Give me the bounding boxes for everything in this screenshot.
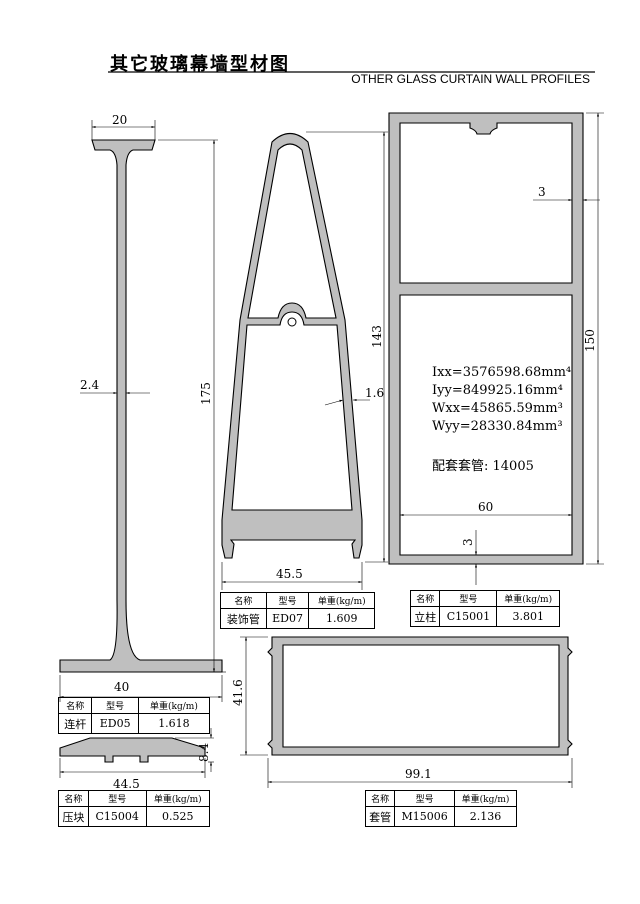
dim-deco-width: 45.5 bbox=[276, 567, 303, 581]
dim-mullion-wall-side: 3 bbox=[538, 185, 546, 199]
page-subtitle: OTHER GLASS CURTAIN WALL PROFILES bbox=[351, 72, 590, 86]
dim-mullion-height: 150 bbox=[583, 329, 597, 352]
profile-name: 连杆 bbox=[57, 713, 93, 734]
page-title: 其它玻璃幕墙型材图 bbox=[110, 54, 290, 75]
dim-sleeve-height: 41.6 bbox=[231, 679, 245, 706]
profile-model: C15004 bbox=[87, 806, 147, 827]
profile-name: 装饰管 bbox=[220, 608, 267, 629]
dim-mullion-width: 60 bbox=[478, 500, 493, 514]
profile-weight: 1.618 bbox=[137, 713, 211, 734]
profile-weight: 3.801 bbox=[496, 606, 560, 627]
profile-name: 立柱 bbox=[409, 606, 441, 627]
prop-wxx: Wxx=45865.59mm³ bbox=[432, 401, 563, 416]
dim-pad-height: 8.4 bbox=[197, 743, 211, 762]
dim-deco-height: 143 bbox=[370, 325, 384, 348]
profile-model: ED05 bbox=[91, 713, 139, 734]
mullion-profile-c15001 bbox=[388, 112, 604, 585]
dim-mullion-wall-bottom: 3 bbox=[461, 538, 475, 546]
profile-weight: 0.525 bbox=[145, 806, 211, 827]
profile-model: C15001 bbox=[439, 606, 498, 627]
pressure-pad-c15004 bbox=[59, 728, 214, 778]
profile-model: ED07 bbox=[265, 608, 310, 629]
dim-connector-base: 40 bbox=[114, 680, 129, 694]
dim-pad-width: 44.5 bbox=[113, 777, 140, 791]
prop-ixx: Ixx=3576598.68mm⁴ bbox=[432, 365, 572, 380]
dim-connector-web: 2.4 bbox=[80, 378, 99, 392]
prop-wyy: Wyy=28330.84mm³ bbox=[432, 419, 563, 434]
profile-weight: 2.136 bbox=[454, 806, 517, 827]
dim-connector-top-width: 20 bbox=[112, 113, 127, 127]
connector-profile-ed05 bbox=[59, 120, 226, 702]
dim-connector-height: 175 bbox=[199, 382, 213, 405]
profile-model: M15006 bbox=[394, 806, 456, 827]
sleeve-profile-m15006 bbox=[240, 636, 573, 788]
dim-deco-wall: 1.6 bbox=[365, 386, 384, 400]
prop-iyy: Iyy=849925.16mm⁴ bbox=[432, 383, 563, 398]
prop-matching-sleeve: 配套套管: 14005 bbox=[432, 459, 534, 474]
profile-name: 压块 bbox=[58, 806, 89, 827]
profile-weight: 1.609 bbox=[308, 608, 375, 629]
profile-name: 套管 bbox=[364, 806, 396, 827]
decorative-tube-ed07 bbox=[221, 131, 388, 590]
dim-sleeve-width: 99.1 bbox=[405, 767, 432, 781]
